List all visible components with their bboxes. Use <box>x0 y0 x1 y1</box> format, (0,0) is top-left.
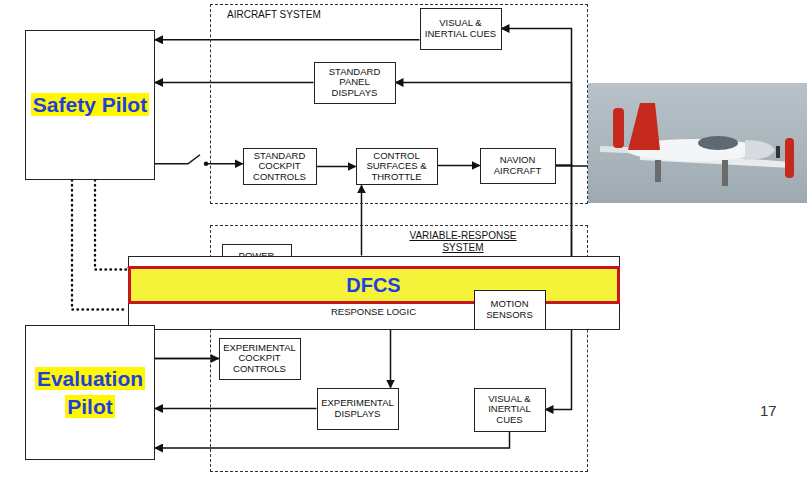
box-content: STANDARD COCKPIT CONTROLS <box>247 151 313 183</box>
dfcs-label: DFCS <box>128 266 620 304</box>
box-label: EXPERIMENTAL COCKPIT CONTROLS <box>223 343 297 375</box>
box-label: CONTROL SURFACES & THROTTLE <box>360 151 434 183</box>
dotted-link <box>72 180 128 310</box>
navion-plane <box>600 103 794 186</box>
system-group: AIRCRAFT SYSTEM VISUAL & INERTIAL CUES STA… <box>210 4 588 204</box>
signal-arrow <box>438 165 480 167</box>
group-title: AIRCRAFT SYSTEM <box>227 9 387 21</box>
box-content: CONTROL SURFACES & THROTTLE <box>360 151 434 183</box>
signal-arrow <box>155 408 317 410</box>
signal-arrow <box>155 82 314 84</box>
box-content: Evaluation Pilot <box>29 365 151 420</box>
process-box: NAVION AIRCRAFT <box>480 148 556 184</box>
group-title: VARIABLE-RESPONSE SYSTEM <box>399 230 527 253</box>
process-box: CONTROL SURFACES & THROTTLE <box>356 148 438 186</box>
box-content: EXPERIMENTAL COCKPIT CONTROLS <box>223 343 297 375</box>
photo-sky <box>588 83 807 203</box>
box-label: STANDARD COCKPIT CONTROLS <box>247 151 313 183</box>
signal-arrow <box>155 155 243 164</box>
process-box: STANDARD PANEL DISPLAYS <box>314 62 396 104</box>
box-label: STANDARD PANEL DISPLAYS <box>318 67 392 99</box>
box-content: Safety Pilot <box>29 91 151 118</box>
box-label: EXPERIMENTAL DISPLAYS <box>321 398 395 419</box>
signal-arrow <box>155 432 510 449</box>
process-box: EXPERIMENTAL COCKPIT CONTROLS <box>219 338 301 380</box>
signal-arrow <box>361 185 363 255</box>
page-number: 17 <box>760 402 777 420</box>
box-content: VISUAL & INERTIAL CUES <box>424 18 498 39</box>
box-label: VISUAL & INERTIAL CUES <box>478 394 542 426</box>
box-content: VISUAL & INERTIAL CUES <box>478 394 542 426</box>
pilot-box: Evaluation Pilot <box>25 325 155 460</box>
signal-arrow <box>317 166 356 168</box>
process-box: MOTION SENSORS <box>474 290 546 330</box>
box-label: NAVION AIRCRAFT <box>484 155 552 176</box>
signal-arrow <box>502 29 572 166</box>
box-label: VISUAL & INERTIAL CUES <box>424 18 498 39</box>
dfcs-box: DFCSRESPONSE LOGIC <box>128 256 620 330</box>
process-box: STANDARD COCKPIT CONTROLS <box>243 148 317 186</box>
process-box: VISUAL & INERTIAL CUES <box>474 388 546 432</box>
signal-arrow <box>155 358 219 360</box>
signal-arrow <box>390 330 392 388</box>
pilot-box: Safety Pilot <box>25 30 155 180</box>
box-content: STANDARD PANEL DISPLAYS <box>318 67 392 99</box>
box-content: EXPERIMENTAL DISPLAYS <box>321 398 395 419</box>
box-content: NAVION AIRCRAFT <box>484 155 552 176</box>
process-box: VISUAL & INERTIAL CUES <box>420 8 502 50</box>
pilot-label: Safety Pilot <box>31 93 149 116</box>
pilot-label: Evaluation Pilot <box>35 367 145 417</box>
signal-arrow <box>155 39 420 41</box>
box-content: MOTION SENSORS <box>478 299 542 320</box>
box-label: MOTION SENSORS <box>478 299 542 320</box>
switch-contact <box>204 162 208 166</box>
system-group: VARIABLE-RESPONSE SYSTEMPOWER ACTUATORSD… <box>210 225 588 472</box>
process-box: EXPERIMENTAL DISPLAYS <box>317 388 399 430</box>
